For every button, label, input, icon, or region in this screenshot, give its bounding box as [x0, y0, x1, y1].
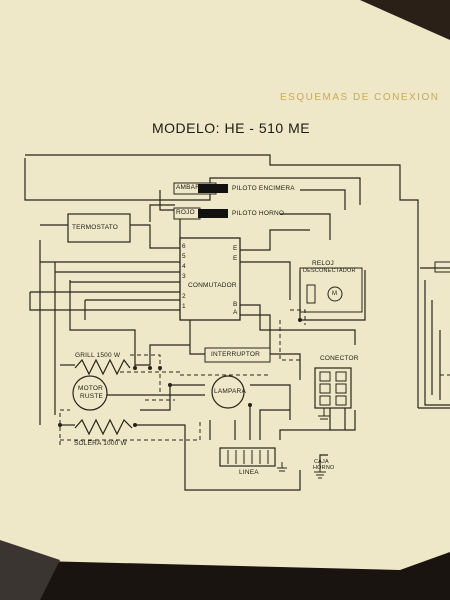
conector-cells: [319, 371, 347, 406]
solera-resistor: [74, 418, 133, 436]
reloj-motor-label: M: [332, 291, 338, 297]
reloj-motor-circle: [327, 286, 343, 302]
junction-dots: [58, 318, 302, 427]
lampara-circle: [211, 375, 245, 409]
pin-3: 3: [182, 273, 186, 280]
wiring-lines: [24, 154, 450, 491]
ambar-label: AMBAR: [176, 184, 201, 191]
solera-label: SOLERA 1000 W: [74, 440, 127, 447]
reloj-contact: [306, 284, 316, 304]
conmutador-box: [179, 237, 241, 321]
top-right-shadow: [360, 0, 450, 40]
dashed-wiring: [59, 309, 450, 445]
ground-symbols: [277, 408, 330, 479]
linea-block: [219, 447, 276, 467]
caja-label: CAJA: [314, 459, 329, 465]
pin-A: A: [233, 309, 238, 316]
conmutador-label: CONMUTADOR: [188, 282, 237, 289]
rojo-label: ROJO: [176, 209, 195, 216]
piloto-encimera-label: PILOTO ENCIMERA: [232, 185, 295, 192]
ruste-label: RUSTE: [80, 393, 104, 400]
pin-1: 1: [182, 303, 186, 310]
motor-label: MOTOR: [78, 385, 104, 392]
lampara-label: LAMPARA: [214, 388, 246, 395]
grill-resistor: [74, 358, 131, 376]
reloj-box: [299, 267, 363, 313]
linea-label: LINEA: [239, 469, 259, 476]
termostato-label: TERMOSTATO: [72, 224, 119, 231]
piloto-horno-block: [198, 209, 228, 218]
linea-terminals: [227, 450, 269, 464]
second-diagram-box: [434, 261, 450, 273]
interruptor-label: INTERRUPTOR: [211, 351, 261, 358]
interruptor-box: [204, 347, 271, 363]
grill-label: GRILL 1500 W: [75, 352, 121, 359]
page-title: MODELO: HE - 510 ME: [152, 120, 311, 136]
termostato-box: [67, 213, 131, 243]
pin-4: 4: [182, 263, 186, 270]
piloto-encimera-block: [198, 184, 228, 193]
piloto-horno-label: PILOTO HORNO: [232, 210, 285, 217]
pin-E-bottom: E: [233, 255, 238, 262]
conector-label: CONECTOR: [320, 355, 359, 362]
desconectador-label: DESCONECTADOR: [303, 268, 356, 274]
pin-B: B: [233, 301, 238, 308]
bottom-left-fabric: [0, 540, 60, 600]
pin-E-top: E: [233, 245, 238, 252]
pin-5: 5: [182, 253, 186, 260]
reloj-label: RELOJ: [312, 260, 334, 267]
section-header: ESQUEMAS DE CONEXION: [280, 92, 440, 103]
pin-2: 2: [182, 293, 186, 300]
motor-ruste-circle: [72, 375, 108, 411]
pin-6: 6: [182, 243, 186, 250]
horno-label: HORNO: [313, 465, 335, 471]
